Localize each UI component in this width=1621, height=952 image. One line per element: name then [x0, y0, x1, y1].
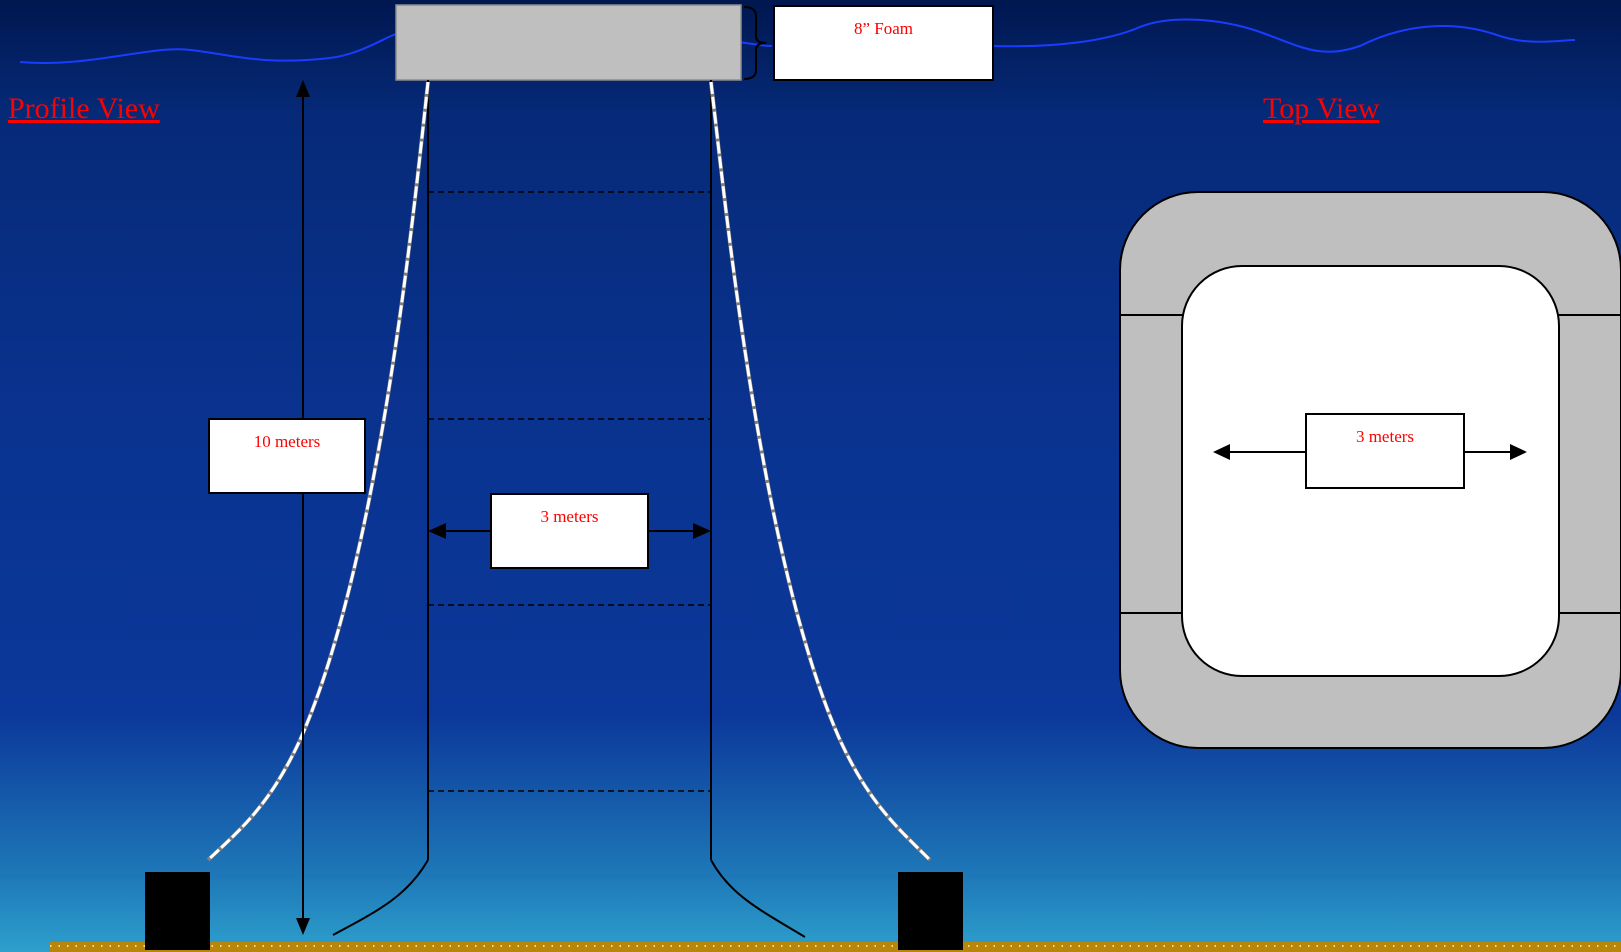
top-width-label-box: 3 meters [1305, 413, 1465, 489]
seabed [50, 942, 1621, 952]
foam-block [395, 4, 742, 81]
anchor-block-left [145, 872, 210, 950]
anchor-block-right [898, 872, 963, 950]
foam-label: 8” Foam [853, 19, 914, 38]
depth-label: 10 meters [253, 432, 321, 451]
depth-label-box: 10 meters [208, 418, 366, 494]
depth-dimension-arrow [296, 80, 310, 935]
profile-view-title: Profile View [8, 92, 160, 125]
foam-label-box: 8” Foam [773, 5, 994, 81]
profile-width-label: 3 meters [540, 507, 599, 526]
curtain-cross-ties [428, 191, 711, 792]
top-view-title: Top View [1263, 92, 1380, 125]
anchor-lines [206, 81, 932, 862]
profile-width-label-box: 3 meters [490, 493, 649, 569]
curtain-skirt [332, 80, 806, 938]
top-width-label: 3 meters [1355, 427, 1415, 446]
foam-thickness-brace [743, 6, 767, 80]
